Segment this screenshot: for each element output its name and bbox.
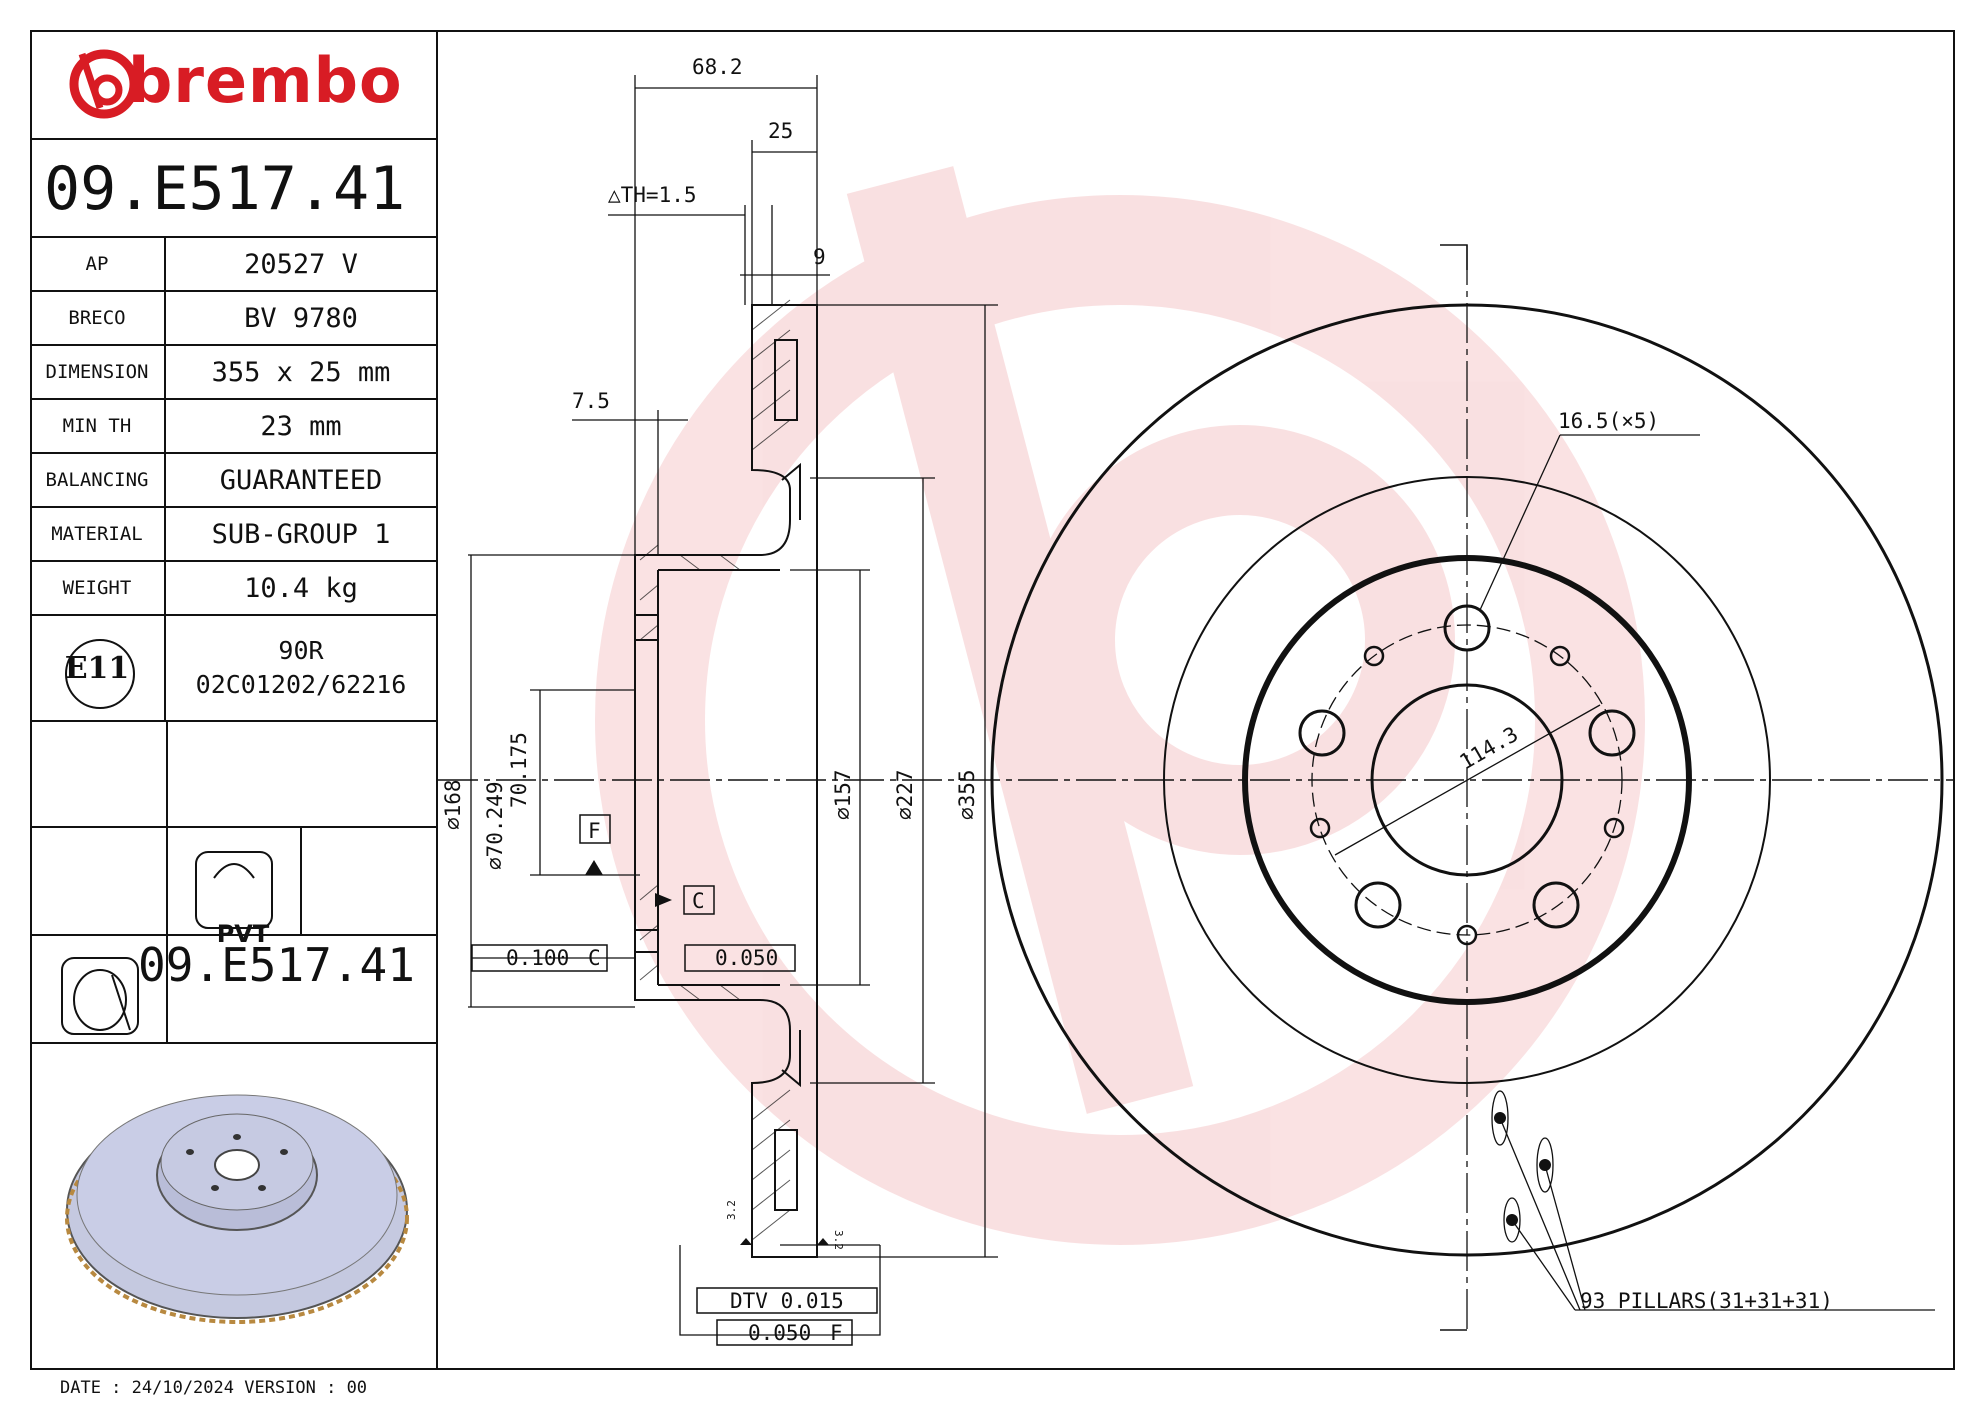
spec-row-dimension: DIMENSION 355 x 25 mm: [30, 346, 436, 400]
spec-row-balancing: BALANCING GUARANTEED: [30, 454, 436, 508]
spec-key: WEIGHT: [30, 562, 166, 614]
datum-markers: [585, 860, 829, 1245]
brand-name: brembo: [128, 44, 403, 117]
pvt-label: PVT: [216, 920, 270, 948]
spec-row-weight: WEIGHT 10.4 kg: [30, 562, 436, 616]
spec-value: 355 x 25 mm: [211, 356, 391, 388]
disc-front-view: [990, 244, 1944, 1331]
disc-3d-render-icon: [65, 1094, 409, 1324]
e11-approval-mark: [65, 639, 135, 709]
spec-row-breco: BRECO BV 9780: [30, 292, 436, 346]
spec-row-material: MATERIAL SUB-GROUP 1: [30, 508, 436, 562]
blank-row: [30, 722, 436, 828]
watermark-logo: [595, 166, 1645, 1245]
approval-line2: 02C01202/62216: [195, 670, 407, 699]
spec-value: BV 9780: [244, 302, 358, 334]
info-panel: brembo 09.E517.41 AP 20527 V BRECO BV 97…: [30, 30, 438, 1370]
pvt-row: PVT: [30, 828, 436, 948]
spec-value: GUARANTEED: [219, 464, 383, 496]
part-number-footer: 09.E517.41: [138, 938, 415, 992]
spec-key: MATERIAL: [30, 508, 166, 560]
spec-row-min-th: MIN TH 23 mm: [30, 400, 436, 454]
spec-key: BRECO: [30, 292, 166, 344]
approval-line1: 90R: [278, 636, 324, 665]
footer-part-row: [30, 936, 436, 1044]
approval-row: E11 90R 02C01202/62216: [30, 616, 436, 722]
brembo-logo-icon: [69, 49, 139, 119]
drawing-frame: [30, 30, 1955, 1370]
spec-key: AP: [30, 238, 166, 290]
spec-row-ap: AP 20527 V: [30, 238, 436, 292]
date-version: DATE : 24/10/2024 VERSION : 00: [60, 1378, 368, 1398]
disc-section-icon: [61, 957, 139, 1035]
section-dimensions: [468, 75, 998, 1336]
datum-boxes: [471, 814, 878, 1346]
part-number: 09.E517.41: [30, 140, 436, 238]
approval-mark: E11: [64, 650, 130, 686]
spec-key: MIN TH: [30, 400, 166, 452]
spec-value: 10.4 kg: [244, 572, 358, 604]
spec-key: DIMENSION: [30, 346, 166, 398]
spec-key: BALANCING: [30, 454, 166, 506]
pvt-icon: [195, 851, 273, 929]
spec-value: 23 mm: [260, 410, 342, 442]
spec-value: SUB-GROUP 1: [211, 518, 391, 550]
spec-value: 20527 V: [244, 248, 358, 280]
brand-header: brembo: [30, 30, 436, 140]
